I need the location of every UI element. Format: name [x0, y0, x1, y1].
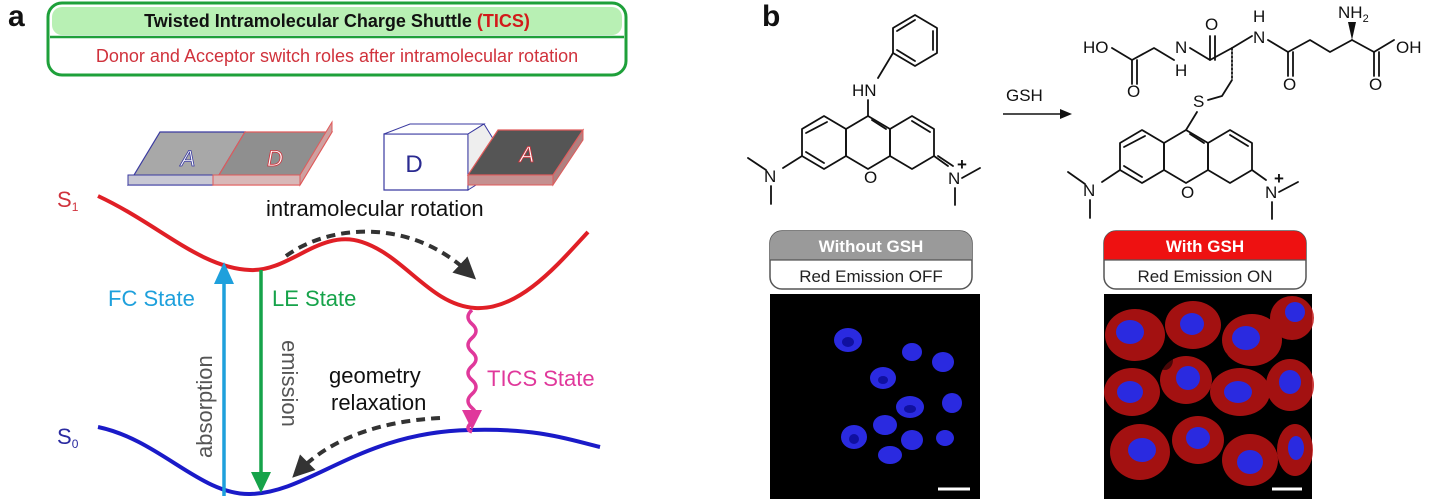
- with-gsh-status: Red Emission ON: [1137, 267, 1272, 286]
- rm-nh2: NH2: [1338, 3, 1369, 25]
- planar-block: A D: [126, 120, 334, 187]
- fc-state-label: FC State: [108, 286, 195, 311]
- absorption-label: absorption: [192, 355, 217, 458]
- rm-o4: O: [1369, 75, 1382, 94]
- banner-title-bg: [52, 7, 622, 35]
- rm-h-a: H: [1175, 61, 1187, 80]
- emission-arrowhead: [251, 472, 271, 493]
- rotation-label: intramolecular rotation: [266, 196, 484, 221]
- rm-n-a: N: [1175, 38, 1187, 57]
- rm-n-right: N: [1265, 183, 1277, 202]
- absorption-arrowhead: [214, 262, 234, 284]
- tics-arrowhead: [462, 410, 482, 430]
- rm-o1: O: [1127, 82, 1140, 101]
- rm-s: S: [1193, 92, 1204, 111]
- banner-title: Twisted Intramolecular Charge Shuttle (T…: [144, 11, 530, 31]
- micrograph-without-gsh: [770, 294, 980, 499]
- le-state-label: LE State: [272, 286, 356, 311]
- left-molecule: HN O N N +: [747, 14, 981, 206]
- micrograph-with-gsh: [1104, 294, 1314, 499]
- lm-n-right: N: [948, 169, 960, 188]
- block-left-d: D: [267, 146, 283, 171]
- rotation-arrow: [284, 229, 477, 280]
- rm-o-ring: O: [1181, 183, 1194, 202]
- without-gsh-status: Red Emission OFF: [799, 267, 943, 286]
- panel-b-letter: b: [762, 0, 780, 33]
- rm-n-left: N: [1083, 181, 1095, 200]
- s0-curve: [97, 425, 601, 497]
- relaxation-line2: relaxation: [331, 390, 426, 415]
- banner-subtitle: Donor and Acceptor switch roles after in…: [96, 46, 578, 66]
- right-molecule: HO O N H O N H O NH2 OH O S: [1067, 3, 1422, 220]
- lm-o: O: [864, 168, 877, 187]
- rm-o2: O: [1205, 15, 1218, 34]
- relaxation-arrow: [292, 416, 441, 478]
- block-right-a: A: [518, 142, 535, 167]
- twisted-block: D A: [383, 123, 585, 191]
- rm-h-b: H: [1253, 7, 1265, 26]
- rm-plus: +: [1274, 169, 1284, 188]
- rm-ho: HO: [1083, 38, 1109, 57]
- with-gsh-title: With GSH: [1166, 237, 1244, 256]
- s0-label: S0: [57, 424, 79, 451]
- with-gsh-badge: With GSH Red Emission ON: [1103, 230, 1307, 290]
- reagent-gsh: GSH: [1006, 86, 1043, 105]
- s1-curve: [97, 194, 590, 311]
- emission-label: emission: [277, 340, 302, 427]
- panel-a-letter: a: [8, 0, 25, 33]
- lm-n-left: N: [764, 167, 776, 186]
- relaxation-line1: geometry: [329, 363, 421, 388]
- without-gsh-title: Without GSH: [819, 237, 924, 256]
- s1-label: S1: [57, 187, 79, 214]
- block-right-d: D: [405, 151, 422, 178]
- tics-banner: Twisted Intramolecular Charge Shuttle (T…: [46, 1, 628, 77]
- lm-nh: HN: [852, 81, 877, 100]
- rm-o3: O: [1283, 75, 1296, 94]
- rm-oh: OH: [1396, 38, 1422, 57]
- tics-state-label: TICS State: [487, 366, 595, 391]
- rm-n-b: N: [1253, 28, 1265, 47]
- block-left-a: A: [179, 146, 196, 171]
- lm-plus: +: [957, 155, 967, 174]
- without-gsh-badge: Without GSH Red Emission OFF: [769, 230, 973, 290]
